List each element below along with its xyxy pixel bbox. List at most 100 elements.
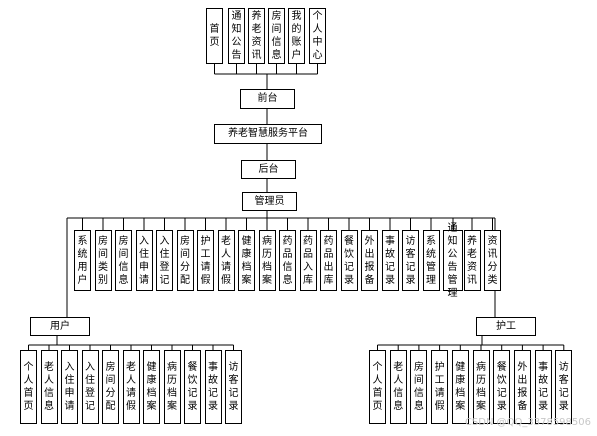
admin-item-14-label: 餐饮记录 <box>344 235 354 286</box>
admin-item-19-label: 通知公告管理 <box>447 222 459 299</box>
user-item-10-label: 事故记录 <box>208 362 218 412</box>
nurse-item-9-label: 事故记录 <box>538 362 549 412</box>
nurse-item-5: 健康档案 <box>451 350 469 424</box>
admin-item-4-label: 入住申请 <box>139 235 149 286</box>
front-item-6: 个人中心 <box>309 8 326 64</box>
admin-item-3: 房间信息 <box>115 230 132 291</box>
admin-item-18-label: 系统管理 <box>426 235 436 286</box>
user-item-2: 老人信息 <box>40 350 58 424</box>
admin-item-16: 事故记录 <box>381 230 399 291</box>
nurse-item-2: 老人信息 <box>389 350 407 424</box>
user-item-5: 房间分配 <box>102 350 119 424</box>
user-item-4-label: 入住登记 <box>85 362 95 412</box>
admin-item-17-label: 访客记录 <box>405 235 416 286</box>
front-item-4: 房间信息 <box>268 8 285 64</box>
admin-item-2: 房间类别 <box>94 230 112 291</box>
nurse-item-4: 护工请假 <box>431 350 449 424</box>
nurse-item-3-label: 房间信息 <box>413 362 424 412</box>
admin-item-10-label: 病历档案 <box>262 235 272 286</box>
admin-item-21: 资讯分类 <box>484 230 501 291</box>
admin-item-9: 健康档案 <box>238 230 255 291</box>
admin-item-21-label: 资讯分类 <box>487 235 498 286</box>
admin-item-7: 护工请假 <box>197 230 214 291</box>
admin-item-12-label: 药品入库 <box>303 235 313 286</box>
admin-item-9-label: 健康档案 <box>241 235 252 286</box>
nurse-item-1-label: 个人首页 <box>372 362 383 412</box>
admin-item-6-label: 房间分配 <box>180 235 190 286</box>
admin-item-18: 系统管理 <box>422 230 440 291</box>
admin-node: 管理员 <box>242 192 297 211</box>
nurse-item-4-label: 护工请假 <box>434 362 445 412</box>
nurse-item-5-label: 健康档案 <box>455 362 466 412</box>
nurse-item-2-label: 老人信息 <box>393 362 404 412</box>
admin-item-17: 访客记录 <box>402 230 419 291</box>
admin-item-6: 房间分配 <box>176 230 194 291</box>
admin-item-20: 养老资讯 <box>463 230 481 291</box>
user-item-6: 老人请假 <box>122 350 140 424</box>
nurse-item-7: 餐饮记录 <box>493 350 511 424</box>
front-node: 前台 <box>240 89 295 109</box>
front-item-1: 首页 <box>206 8 223 64</box>
admin-item-10: 病历档案 <box>258 230 276 291</box>
user-item-5-label: 房间分配 <box>105 362 116 412</box>
user-item-1: 个人首页 <box>20 350 37 424</box>
admin-item-19: 通知公告管理 <box>443 223 463 299</box>
user-item-8: 病历档案 <box>163 350 181 424</box>
nurse-item-10: 访客记录 <box>555 350 573 424</box>
nurse-item-3: 房间信息 <box>410 350 428 424</box>
user-item-6-label: 老人请假 <box>126 362 136 412</box>
user-item-9: 餐饮记录 <box>184 350 201 424</box>
nurse-item-6-label: 病历档案 <box>476 362 486 412</box>
front-item-5: 我的账户 <box>288 8 305 64</box>
admin-item-14: 餐饮记录 <box>340 230 358 291</box>
admin-item-3-label: 房间信息 <box>118 235 129 286</box>
admin-item-15-label: 外出报备 <box>364 235 375 286</box>
admin-item-1-label: 系统用户 <box>77 235 88 286</box>
admin-item-12: 药品入库 <box>299 230 317 291</box>
admin-item-11: 药品信息 <box>279 230 296 291</box>
watermark: CSDN @QQ_3378598506 <box>464 417 591 428</box>
admin-item-11-label: 药品信息 <box>282 235 293 286</box>
user-item-7: 健康档案 <box>143 350 160 424</box>
user-item-8-label: 病历档案 <box>167 362 177 412</box>
nurse-item-9: 事故记录 <box>534 350 552 424</box>
front-item-1-label: 首页 <box>209 24 220 48</box>
admin-item-8-label: 老人请假 <box>221 235 231 286</box>
front-item-2-label: 通知公告 <box>231 11 242 61</box>
admin-item-4: 入住申请 <box>135 230 153 291</box>
nurse-item-8: 外出报备 <box>513 350 531 424</box>
front-item-3: 养老资讯 <box>248 8 265 64</box>
front-item-4-label: 房间信息 <box>271 11 282 61</box>
admin-item-2-label: 房间类别 <box>98 235 108 286</box>
user-item-11-label: 访客记录 <box>228 362 239 412</box>
front-item-3-label: 养老资讯 <box>251 11 262 61</box>
user-item-3: 入住申请 <box>61 350 78 424</box>
admin-item-8: 老人请假 <box>217 230 235 291</box>
nurse-node: 护工 <box>476 317 536 336</box>
user-item-4: 入住登记 <box>81 350 99 424</box>
nurse-item-7-label: 餐饮记录 <box>496 362 507 412</box>
front-item-5-label: 我的账户 <box>291 11 302 61</box>
user-item-3-label: 入住申请 <box>64 362 75 412</box>
user-item-7-label: 健康档案 <box>146 362 157 412</box>
user-item-9-label: 餐饮记录 <box>187 362 198 412</box>
admin-item-20-label: 养老资讯 <box>467 235 477 286</box>
user-item-10: 事故记录 <box>204 350 222 424</box>
admin-item-5: 入住登记 <box>156 230 173 291</box>
user-item-2-label: 老人信息 <box>44 362 54 412</box>
platform-node: 养老智慧服务平台 <box>214 124 322 144</box>
nurse-item-8-label: 外出报备 <box>517 362 528 412</box>
nurse-item-6: 病历档案 <box>472 350 490 424</box>
user-node: 用户 <box>30 317 90 336</box>
nurse-item-1: 个人首页 <box>369 350 386 424</box>
admin-item-16-label: 事故记录 <box>385 235 395 286</box>
nurse-item-10-label: 访客记录 <box>558 362 569 412</box>
admin-item-13-label: 药品出库 <box>323 235 334 286</box>
back-node: 后台 <box>241 160 296 179</box>
user-item-1-label: 个人首页 <box>23 362 34 412</box>
admin-item-1: 系统用户 <box>74 230 91 291</box>
front-item-6-label: 个人中心 <box>312 11 323 61</box>
front-item-2: 通知公告 <box>228 8 245 64</box>
